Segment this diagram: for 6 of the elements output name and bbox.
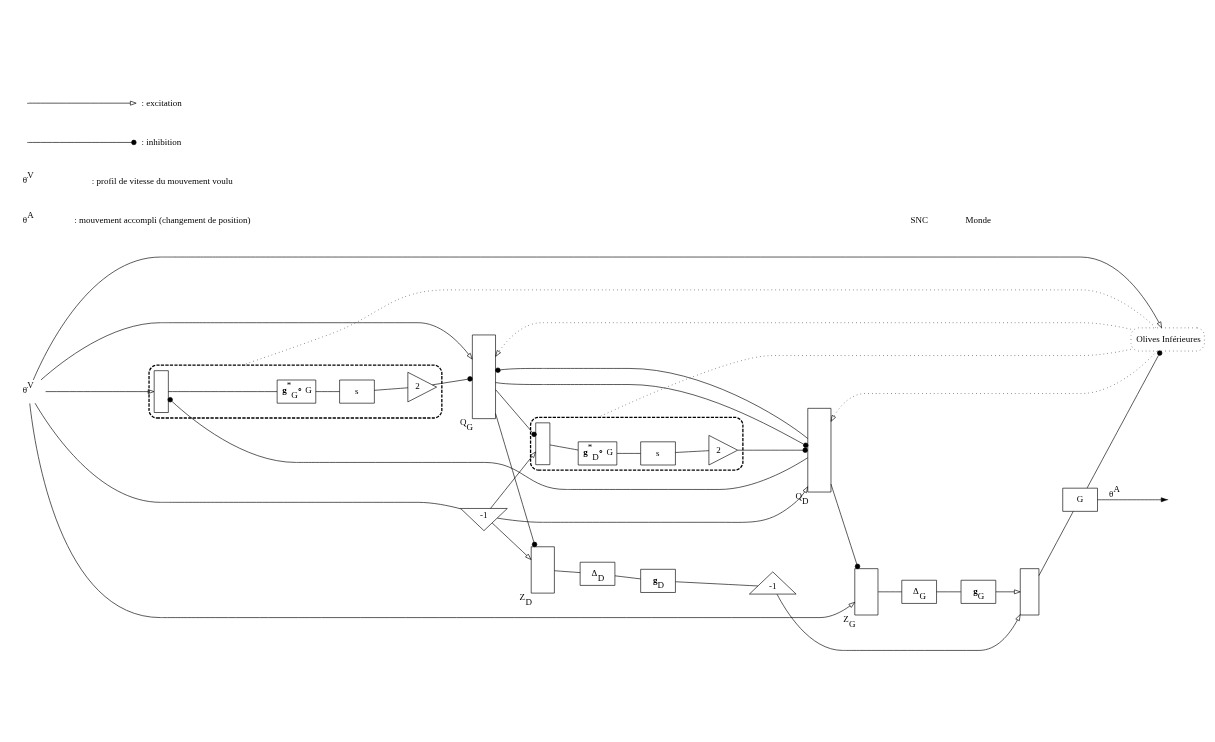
label: : profil de vitesse du mouvement voulu xyxy=(91,176,233,187)
label: SNC xyxy=(910,215,928,226)
legend-label: : inhibition xyxy=(141,136,182,147)
legend-label: : excitation xyxy=(141,97,182,108)
label: Monde xyxy=(965,215,992,226)
label: : mouvement accompli (changement de position) xyxy=(74,215,251,226)
